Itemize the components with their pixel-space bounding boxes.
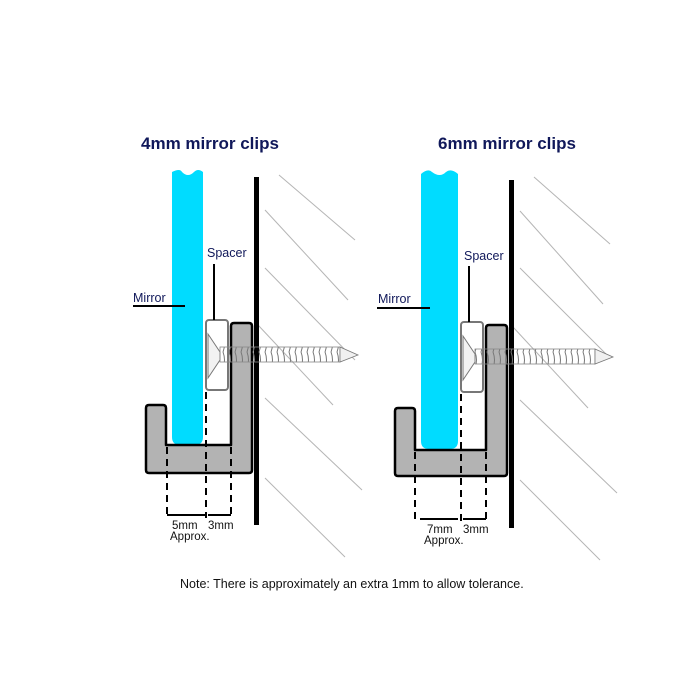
mirror-glass: [172, 170, 203, 445]
dimension-mirror-gap: 5mm: [172, 520, 198, 532]
diagram-4mm: [133, 170, 363, 558]
clip-body: [393, 323, 509, 478]
diagram-6mm: [377, 170, 618, 561]
screw-icon: [219, 346, 360, 363]
mirror-label: Mirror: [133, 291, 166, 305]
screw-icon: [474, 348, 615, 365]
spacer-label: Spacer: [464, 249, 504, 263]
wall-hatch: [257, 174, 363, 558]
dimension-approx: Approx.: [424, 535, 464, 547]
diagram-title-4mm: 4mm mirror clips: [141, 134, 279, 153]
dimension-spacer-gap: 3mm: [208, 520, 234, 532]
mirror-label: Mirror: [378, 292, 411, 306]
clip-body: [144, 321, 254, 475]
spacer-label: Spacer: [207, 246, 247, 260]
tolerance-note: Note: There is approximately an extra 1m…: [180, 577, 524, 591]
diagram-title-6mm: 6mm mirror clips: [438, 134, 576, 153]
wall-hatch: [512, 176, 618, 561]
mirror-glass: [421, 170, 458, 449]
dimension-mirror-gap: 7mm: [427, 524, 453, 536]
dimension-spacer-gap: 3mm: [463, 524, 489, 536]
dimension-approx: Approx.: [170, 531, 210, 543]
